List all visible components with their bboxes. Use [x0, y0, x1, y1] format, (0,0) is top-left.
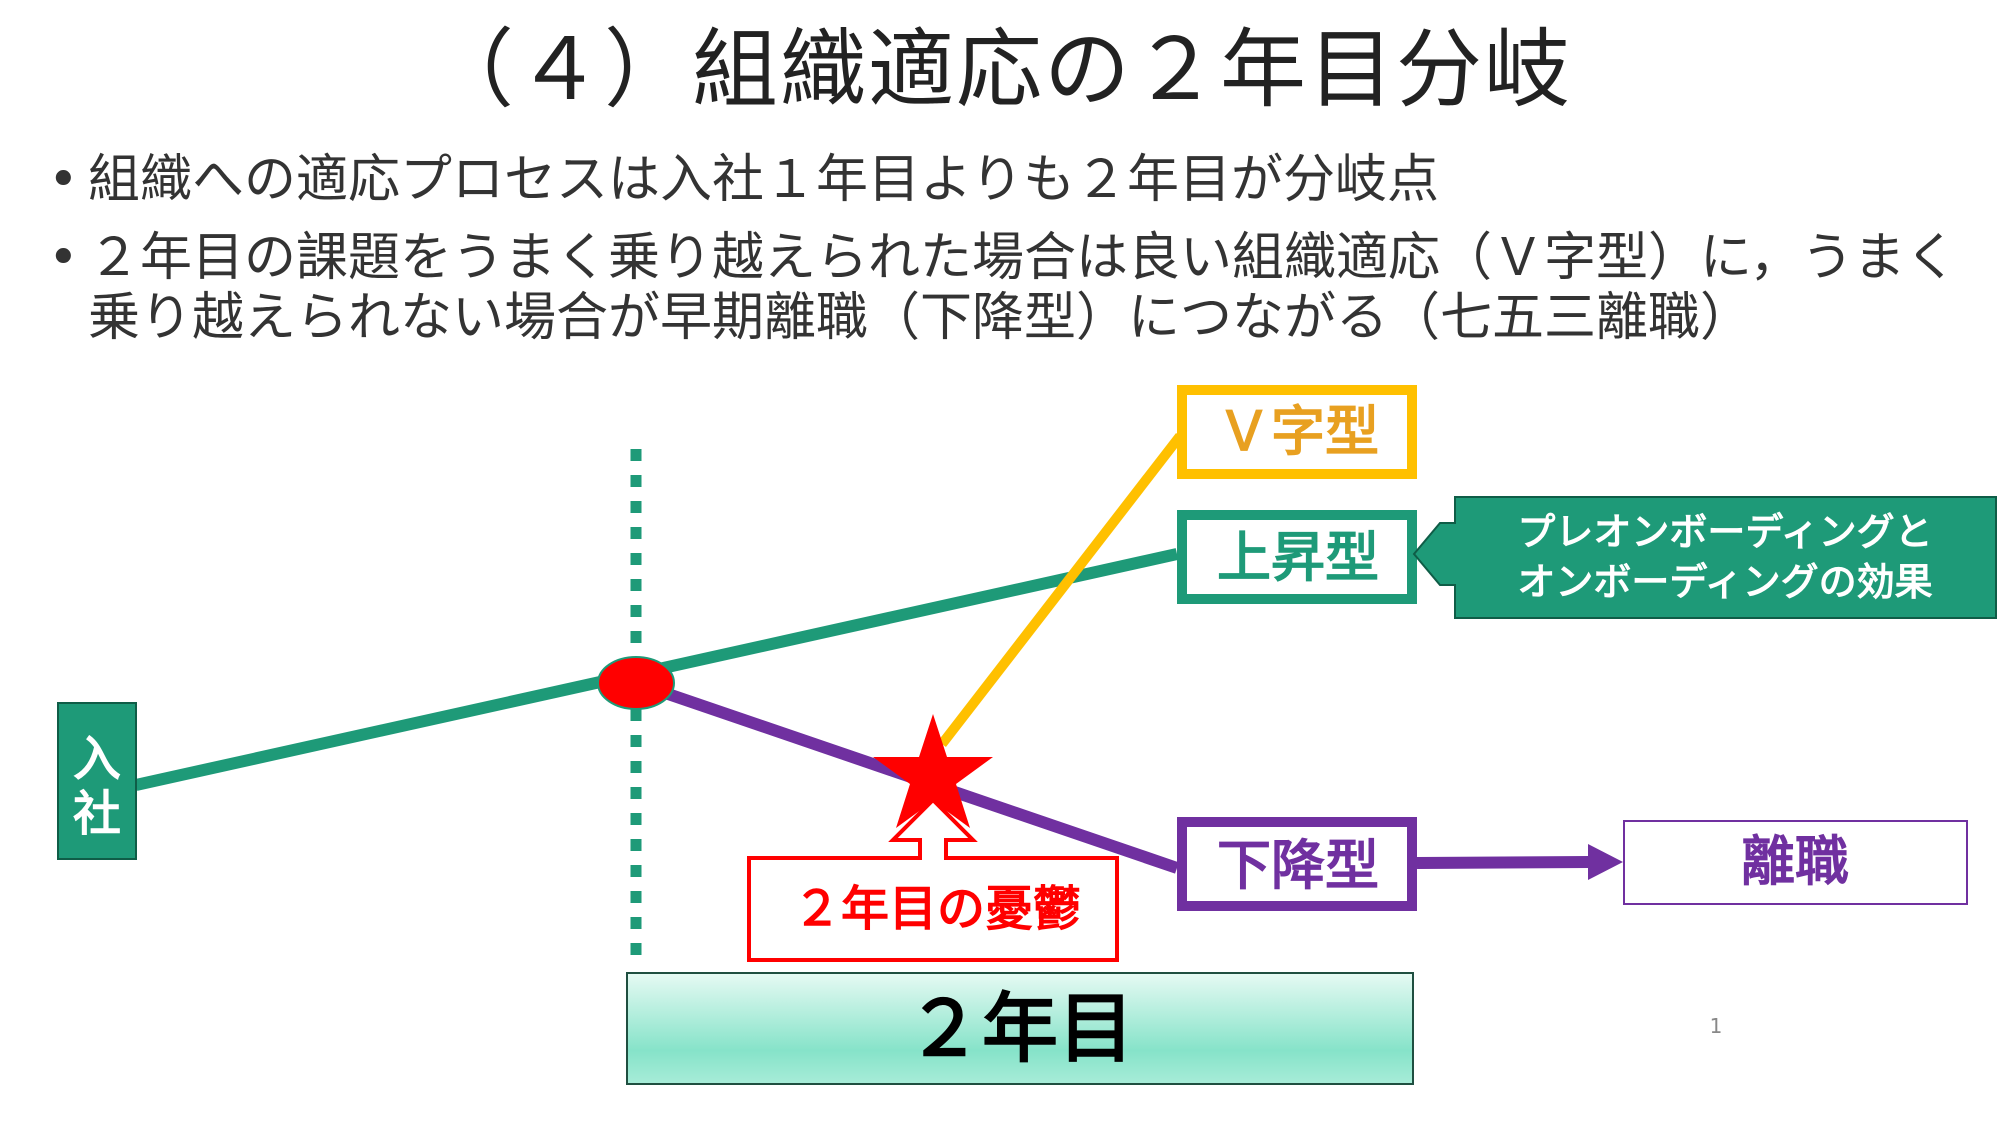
second-year-blues-callout	[747, 797, 1119, 962]
v-shape-label: Ｖ字型	[1217, 400, 1379, 463]
v-shape-line	[938, 432, 1184, 748]
rising-label: 上昇型	[1217, 526, 1379, 589]
star-icon	[873, 714, 993, 828]
turnover-arrowhead-icon	[1588, 844, 1623, 880]
callout-line-2: オンボーディングの効果	[1517, 560, 1932, 604]
v-shape-box	[1177, 385, 1417, 479]
declining-box	[1177, 817, 1417, 911]
joining-box	[57, 702, 137, 860]
bullet-item: ２年目の課題をうまく乗り越えられた場合は良い組織適応（Ｖ字型）に，うまく乗り越え…	[48, 228, 1988, 348]
slide-title: （４）組織適応の２年目分岐	[428, 20, 1572, 120]
turnover-arrow-line	[1416, 856, 1591, 869]
second-year-bar	[626, 972, 1414, 1085]
joining-label-1: 入	[73, 731, 121, 787]
turnover-box	[1623, 820, 1968, 905]
second-year-blues-label: ２年目の憂鬱	[793, 881, 1081, 937]
joining-label-2: 社	[73, 786, 121, 842]
declining-label: 下降型	[1217, 834, 1379, 897]
rising-box	[1177, 510, 1417, 604]
bullet-list: 組織への適応プロセスは入社１年目よりも２年目が分岐点 ２年目の課題をうまく乗り越…	[48, 150, 1988, 366]
callout-line-1: プレオンボーディングと	[1517, 510, 1932, 554]
branch-point-marker	[597, 656, 675, 710]
bullet-item: 組織への適応プロセスは入社１年目よりも２年目が分岐点	[48, 150, 1988, 210]
onboarding-callout	[1412, 496, 1997, 619]
page-number: 1	[1710, 1014, 1723, 1038]
turnover-label: 離職	[1741, 830, 1849, 893]
second-year-label: ２年目	[906, 984, 1134, 1073]
